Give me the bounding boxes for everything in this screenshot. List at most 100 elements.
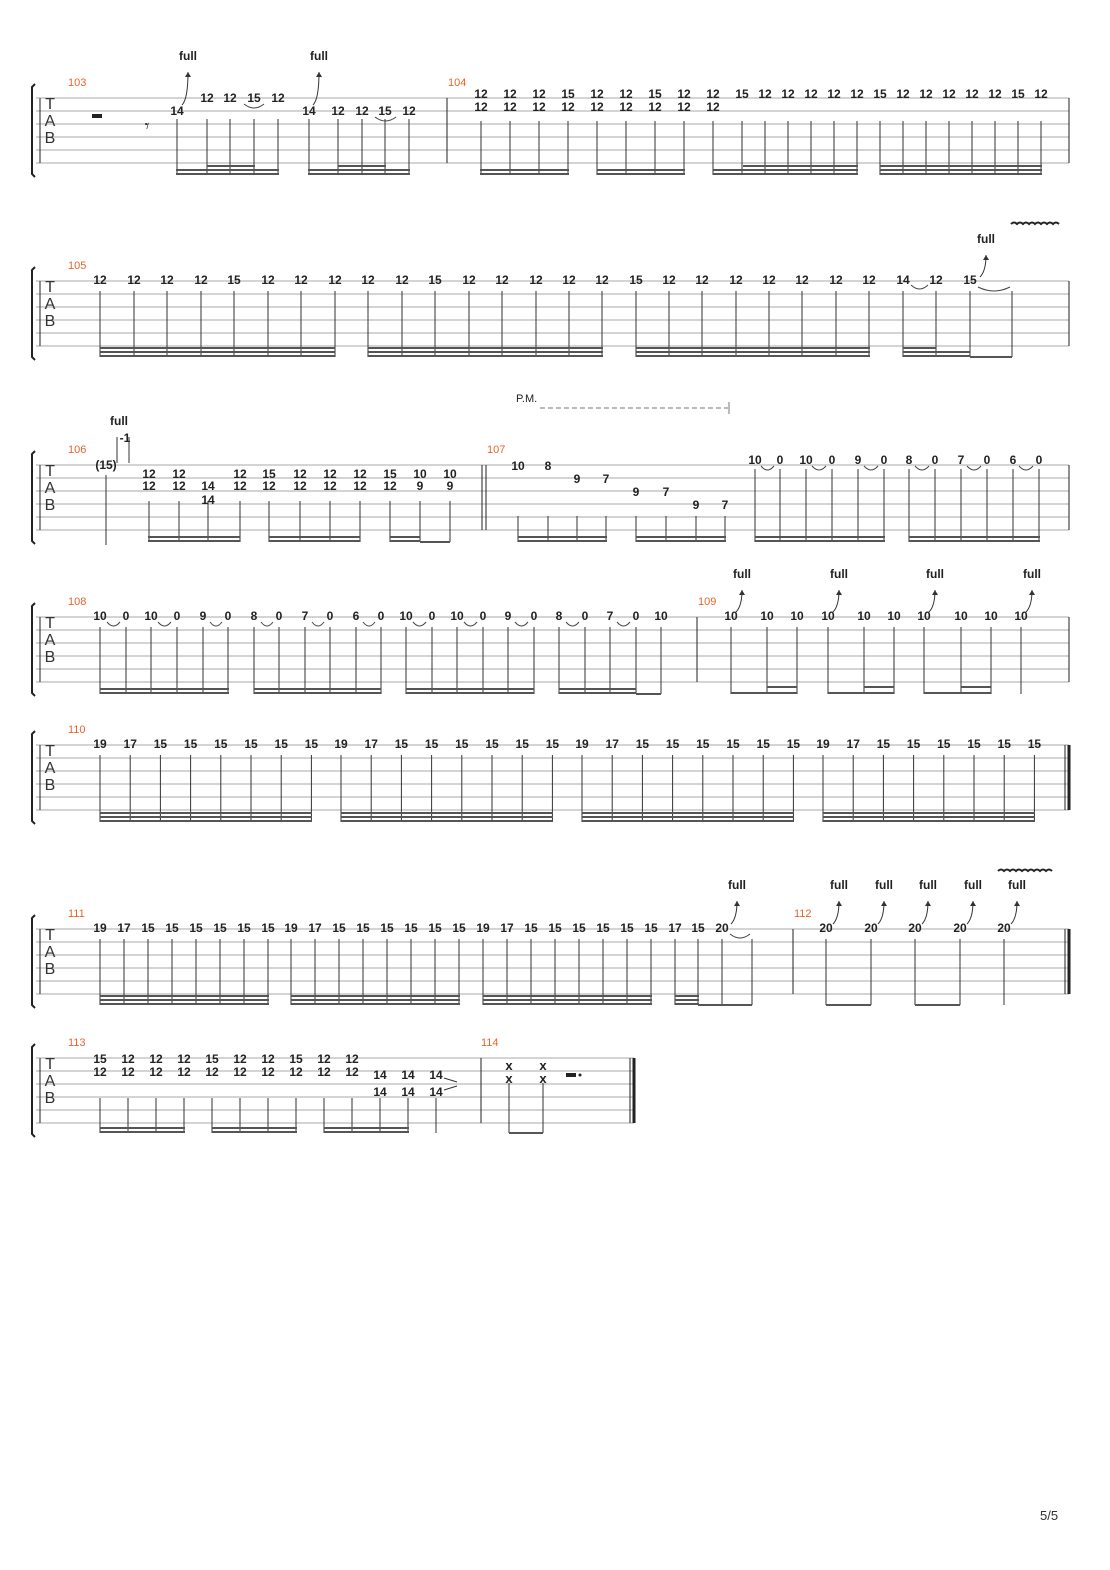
fret-number: 20 xyxy=(908,921,922,935)
fret-number: 12 xyxy=(561,100,575,114)
fret-number: 19 xyxy=(476,921,490,935)
fret-number: 15 xyxy=(356,921,370,935)
tab-clef-letter: T xyxy=(45,1056,55,1073)
fret-number: 12 xyxy=(648,100,662,114)
dead-note: x xyxy=(539,1058,547,1073)
fret-number: 12 xyxy=(177,1052,191,1066)
fret-number: 15 xyxy=(629,273,643,287)
fret-number: 0 xyxy=(174,609,181,623)
bend-label: full xyxy=(926,567,944,581)
fret-number: 12 xyxy=(294,273,308,287)
fret-number: 17 xyxy=(847,737,861,751)
note-beam xyxy=(212,1127,297,1129)
note-beam xyxy=(675,1003,699,1005)
measure-number: 112 xyxy=(794,908,812,920)
fret-number: 15 xyxy=(332,921,346,935)
bend-label: full xyxy=(179,49,197,63)
note-beam xyxy=(100,999,269,1001)
fret-number: 14 xyxy=(302,104,316,118)
fret-number: 12 xyxy=(706,87,720,101)
note-beam xyxy=(176,173,279,175)
fret-number: 10 xyxy=(790,609,804,623)
fret-number: 15 xyxy=(998,737,1012,751)
fret-number: 14 xyxy=(373,1068,387,1082)
fret-number: 15 xyxy=(93,1052,107,1066)
fret-number: 0 xyxy=(378,609,385,623)
fret-number: 15 xyxy=(572,921,586,935)
bend-arrowhead xyxy=(739,590,745,595)
measure-number: 109 xyxy=(698,596,716,608)
note-beam xyxy=(100,816,312,818)
fret-number: 15 xyxy=(214,737,228,751)
fret-number: 17 xyxy=(668,921,682,935)
note-beam xyxy=(582,820,794,822)
measure-number: 108 xyxy=(68,596,86,608)
fret-number: 0 xyxy=(582,609,589,623)
note-beam xyxy=(100,995,269,997)
tab-clef-letter: T xyxy=(45,743,55,760)
fret-number: 9 xyxy=(693,498,700,512)
fret-number: 12 xyxy=(850,87,864,101)
note-beam xyxy=(823,820,1035,822)
note-beam xyxy=(341,816,553,818)
note-beam xyxy=(406,692,534,694)
fret-number: 15 xyxy=(261,921,275,935)
fret-number: 14 xyxy=(401,1068,415,1082)
fret-number: 14 xyxy=(429,1068,443,1082)
fret-number: 12 xyxy=(532,100,546,114)
note-beam xyxy=(100,812,312,814)
bend-label: full xyxy=(977,232,995,246)
fret-number: 12 xyxy=(261,1052,275,1066)
fret-number: 12 xyxy=(205,1065,219,1079)
tie-arc xyxy=(910,284,929,290)
fret-number: 15 xyxy=(428,921,442,935)
note-beam xyxy=(909,540,1040,542)
note-beam xyxy=(823,816,1035,818)
fret-number: 12 xyxy=(317,1065,331,1079)
note-beam xyxy=(864,686,894,688)
note-beam xyxy=(269,536,360,538)
measure-number: 113 xyxy=(68,1037,86,1049)
fret-number: 12 xyxy=(160,273,174,287)
fret-number: 15 xyxy=(666,737,680,751)
fret-number: 10 xyxy=(954,609,968,623)
note-beam xyxy=(324,1131,409,1133)
fret-number: 15 xyxy=(395,737,409,751)
fret-number: 7 xyxy=(663,485,670,499)
fret-number: 15 xyxy=(380,921,394,935)
fret-number: 15 xyxy=(546,737,560,751)
fret-number: 10 xyxy=(821,609,835,623)
fret-number: 12 xyxy=(121,1065,135,1079)
note-beam xyxy=(582,812,794,814)
bend-arrowhead xyxy=(881,901,887,906)
fret-number: 15 xyxy=(873,87,887,101)
measure-number: 103 xyxy=(68,77,86,89)
tie-arc xyxy=(260,621,274,627)
fret-number: 10 xyxy=(654,609,668,623)
fret-number: 12 xyxy=(328,273,342,287)
note-beam xyxy=(909,536,1040,538)
fret-number: 15 xyxy=(620,921,634,935)
fret-number: 6 xyxy=(1010,453,1017,467)
note-beam xyxy=(390,540,420,542)
bend-arrowhead xyxy=(734,901,740,906)
fret-number: 10 xyxy=(1014,609,1028,623)
tie-arc xyxy=(914,465,930,471)
note-beam xyxy=(518,536,607,538)
fret-number: 0 xyxy=(531,609,538,623)
note-beam xyxy=(176,169,279,171)
fret-number: 9 xyxy=(574,472,581,486)
note-beam xyxy=(880,173,1042,175)
fret-number: 14 xyxy=(373,1085,387,1099)
note-beam xyxy=(483,995,652,997)
fret-number: 8 xyxy=(556,609,563,623)
fret-number: 15 xyxy=(247,91,261,105)
note-beam xyxy=(100,688,229,690)
fret-number: 15 xyxy=(262,467,276,481)
measure-number: 114 xyxy=(481,1037,499,1049)
fret-number: 17 xyxy=(500,921,514,935)
fret-number: 12 xyxy=(474,87,488,101)
note-beam xyxy=(480,169,569,171)
tie-arc xyxy=(514,621,529,627)
fret-number: 19 xyxy=(93,921,107,935)
